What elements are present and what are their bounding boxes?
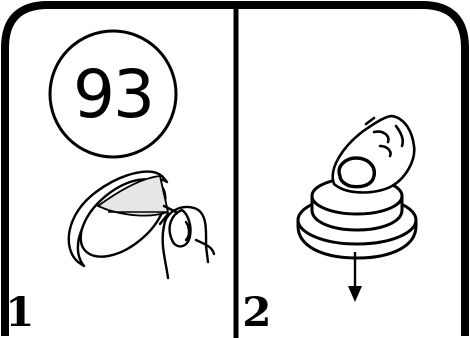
step-2-number: 2 xyxy=(242,293,271,333)
coin-cell-battery-icon xyxy=(67,164,180,271)
battery-number-label: 93 xyxy=(51,52,175,136)
step-1-number: 1 xyxy=(5,293,34,333)
fingers-peeling-icon xyxy=(160,206,214,278)
down-arrow-icon xyxy=(348,252,362,302)
finger-pressing-icon xyxy=(333,116,415,193)
